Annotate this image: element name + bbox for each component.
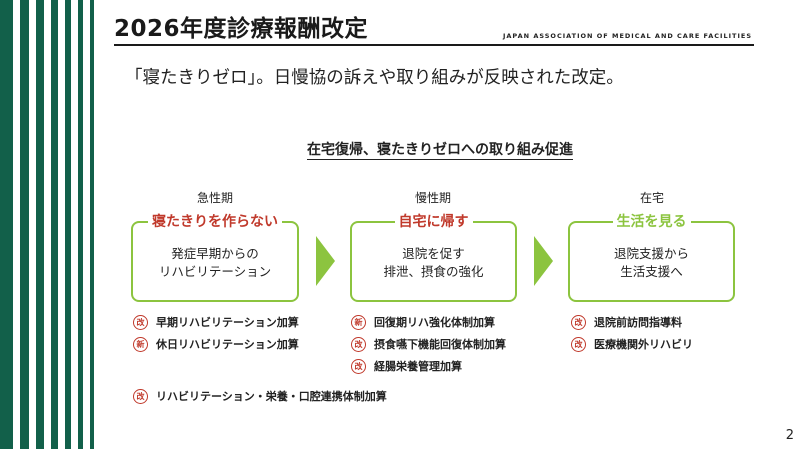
phase-box-acute: 寝たきりを作らない 発症早期からの リハビリテーション	[131, 211, 299, 302]
phase-name-chronic: 慢性期	[414, 191, 451, 205]
revised-badge-icon: 改	[133, 388, 148, 404]
phase-body-acute: 発症早期からの リハビリテーション	[158, 246, 272, 279]
phase-label-acute: 寝たきりを作らない	[148, 211, 282, 231]
revised-badge-icon: 改	[571, 336, 586, 352]
new-badge-icon: 新	[351, 314, 366, 330]
title-divider	[114, 44, 754, 46]
list-item: 改 退院前訪問指導料	[571, 313, 682, 331]
phase-box-chronic: 自宅に帰す 退院を促す 排泄、摂食の強化	[350, 211, 517, 302]
list-item: 改 摂食嚥下機能回復体制加算	[351, 335, 506, 353]
new-badge-icon: 新	[133, 336, 148, 352]
list-item: 改 経腸栄養管理加算	[351, 357, 462, 375]
page-number: 2	[785, 428, 794, 443]
revised-badge-icon: 改	[133, 314, 148, 330]
revised-badge-icon: 改	[351, 358, 366, 374]
revised-badge-icon: 改	[571, 314, 586, 330]
arrow-right-icon	[534, 236, 553, 286]
phase-body-chronic: 退院を促す 排泄、摂食の強化	[383, 246, 484, 279]
list-item: 改 医療機関外リハビリ	[571, 335, 693, 353]
section-title: 在宅復帰、寝たきりゼロへの取り組み促進	[307, 142, 573, 160]
decorative-stripes	[0, 0, 94, 449]
list-item: 改 早期リハビリテーション加算	[133, 313, 299, 331]
page-title: 2026年度診療報酬改定	[114, 16, 369, 42]
list-item: 新 休日リハビリテーション加算	[133, 335, 299, 353]
organization-name: JAPAN ASSOCIATION OF MEDICAL AND CARE FA…	[502, 32, 752, 40]
list-item: 新 回復期リハ強化体制加算	[351, 313, 495, 331]
revised-badge-icon: 改	[351, 336, 366, 352]
phase-name-home: 在宅	[639, 191, 664, 205]
lead-text: 「寝たきりゼロ」。日慢協の訴えや取り組みが反映された改定。	[125, 68, 624, 88]
list-item: 改 リハビリテーション・栄養・口腔連携体制加算	[133, 387, 387, 405]
arrow-right-icon	[316, 236, 335, 286]
phase-label-chronic: 自宅に帰す	[394, 211, 473, 231]
phase-body-home: 退院支援から 生活支援へ	[613, 246, 689, 279]
phase-box-home: 生活を見る 退院支援から 生活支援へ	[568, 211, 735, 302]
phase-label-home: 生活を見る	[612, 211, 691, 231]
phase-name-acute: 急性期	[196, 191, 233, 205]
